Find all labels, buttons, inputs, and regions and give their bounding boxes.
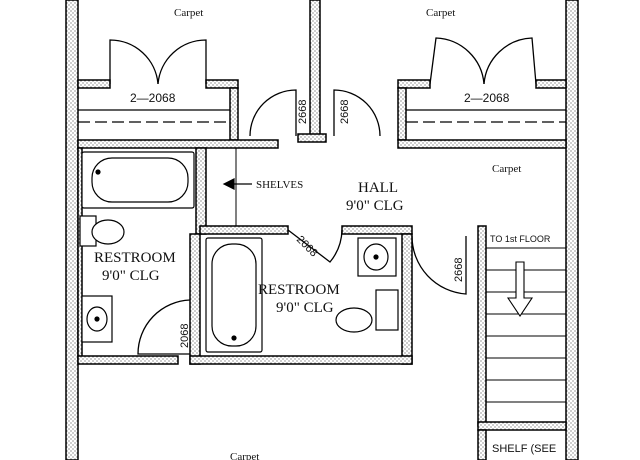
hall-name: HALL (358, 180, 398, 196)
shelves-label: SHELVES (256, 179, 303, 191)
stairs-note: TO 1st FLOOR (490, 234, 551, 244)
door-2668-label-a: 2668 (297, 100, 309, 124)
closet-shelves (78, 109, 566, 123)
down-arrow-icon (506, 261, 534, 317)
restroom-center-ceiling: 9'0" CLG (276, 300, 334, 316)
carpet-label-mid-right: Carpet (492, 163, 521, 175)
carpet-label-top-right: Carpet (426, 7, 455, 19)
walls (65, 0, 579, 460)
door-2668-label-b: 2668 (339, 100, 351, 124)
toilet-center (375, 289, 399, 331)
restroom-left-name: RESTROOM (94, 250, 176, 266)
restroom-left-ceiling: 9'0" CLG (102, 268, 160, 284)
fixtures (79, 151, 399, 353)
closet-door-label-right: 2—2068 (464, 91, 510, 105)
restroom-center-name: RESTROOM (258, 282, 340, 298)
door-2068-label-left: 2068 (179, 324, 191, 348)
shelf-note: SHELF (SEE (492, 443, 556, 455)
shelves-arrow-icon (222, 178, 252, 190)
carpet-label-top-left: Carpet (174, 7, 203, 19)
closet-door-label-left: 2—2068 (130, 91, 176, 105)
door-swings (109, 37, 537, 355)
door-2068-label-restroom: 2068 (294, 234, 320, 260)
hall-ceiling: 9'0" CLG (346, 198, 404, 214)
stairs (486, 247, 566, 403)
door-2668-label-stair: 2668 (453, 258, 465, 282)
carpet-label-bottom: Carpet (230, 451, 259, 460)
